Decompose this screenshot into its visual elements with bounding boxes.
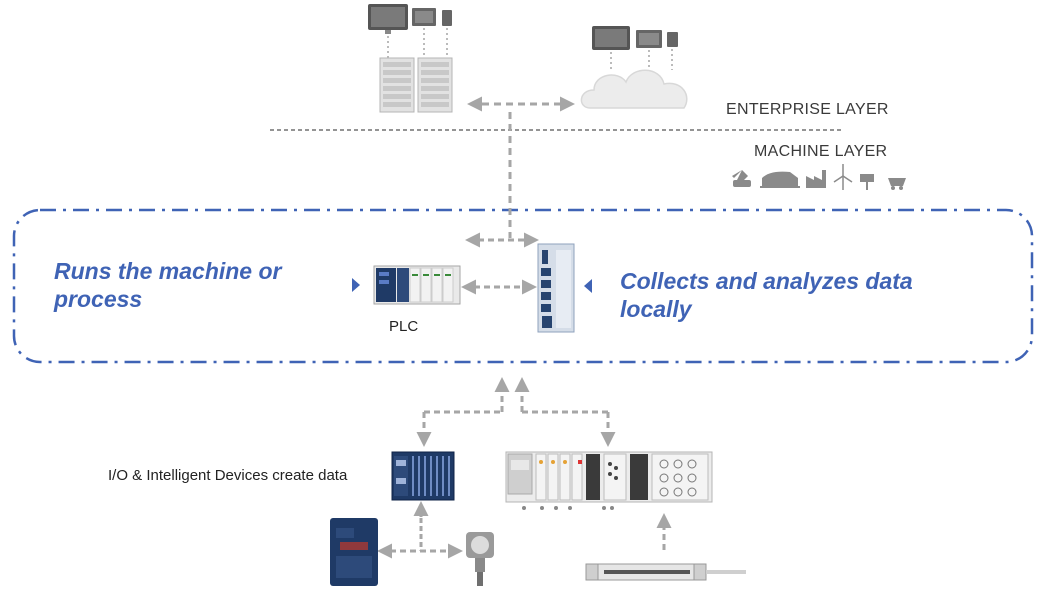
modular-io-rack-icon [505,451,713,510]
cloud-computing-icon [580,26,688,109]
remote-io-module-icon [391,451,455,501]
plc-label: PLC [389,318,419,335]
mining-cart-icon [888,178,906,190]
variable-frequency-drive-icon [330,518,378,586]
server-workstations-icon [368,4,453,113]
pressure-transmitter-icon [466,532,494,586]
runs-machine-label: Runs the machine or process [54,258,282,312]
io-devices-label: I/O & Intelligent Devices create data [108,467,348,484]
edge-gateway-icon [537,243,575,333]
train-icon [760,171,800,188]
left-blue-arrow [352,278,360,292]
right-blue-arrow [584,279,592,293]
machine-layer-label: MACHINE LAYER [754,143,888,160]
enterprise-layer-label: ENTERPRISE LAYER [726,101,889,118]
pneumatic-cylinder-icon [585,563,746,581]
edge-layer-boundary [12,208,1034,364]
excavator-icon [732,170,751,187]
wind-turbine-icon [833,164,853,190]
plc-device-icon [373,265,461,305]
utility-pole-icon [860,174,874,190]
collects-data-label: Collects and analyzes data locally [620,268,913,322]
factory-icon [806,170,826,188]
